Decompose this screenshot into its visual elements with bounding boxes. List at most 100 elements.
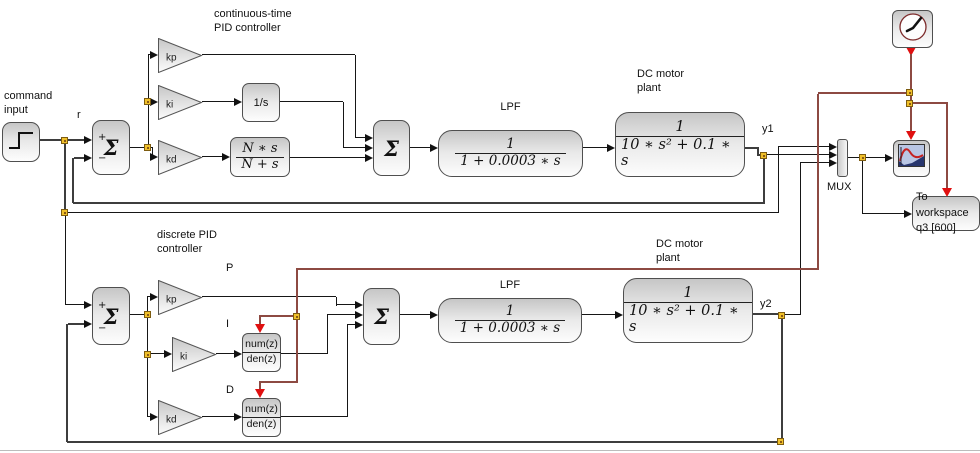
mux-label: MUX — [827, 181, 852, 193]
arrow-kd1 — [150, 153, 158, 161]
step-source-block[interactable] — [2, 122, 40, 162]
sum2-sigma: Σ — [103, 303, 119, 329]
clock-block[interactable] — [892, 10, 933, 48]
annot-left-down — [817, 94, 819, 270]
arrow-integrator — [234, 98, 242, 106]
wire-y1-fb-in — [74, 157, 84, 159]
wire-int-sumA — [343, 147, 365, 148]
gain-ki1-block[interactable]: ki — [158, 84, 203, 125]
wire-y2-fb-in — [68, 323, 84, 325]
gain-kd1-block[interactable]: kd — [158, 139, 203, 180]
y2-signal-label: y2 — [760, 298, 772, 310]
annot-right-branch — [912, 102, 948, 104]
wire-cmd-out — [40, 139, 62, 141]
wire-plant1-out — [745, 147, 758, 149]
annot-left-branch — [818, 92, 910, 94]
wire-mux-out — [848, 157, 860, 158]
wire-dblk-up — [347, 325, 348, 417]
discrete-d-num: num(z) — [245, 403, 278, 416]
wire-iblk-out — [281, 353, 327, 354]
annot-d-left — [259, 381, 298, 383]
to-workspace-block[interactable]: To workspace q3 [600] — [912, 191, 980, 234]
junction-marker — [760, 152, 767, 159]
junction-marker — [293, 313, 300, 320]
plant1-block[interactable]: 1 10 ∗ s² + 0.1 ∗ s — [615, 112, 745, 177]
arrow-ki2 — [164, 350, 172, 358]
arrow-sumB-in1 — [355, 301, 363, 309]
plant2-block[interactable]: 1 10 ∗ s² + 0.1 ∗ s — [623, 278, 753, 343]
r-signal-label: r — [77, 109, 81, 121]
arrow-kp1 — [150, 51, 158, 59]
wire-sumB-out — [400, 314, 430, 315]
wire-sum2-out — [130, 314, 145, 315]
wire-y2-mux-in3 — [800, 162, 829, 163]
sum2-block[interactable]: + − Σ — [92, 287, 130, 345]
sumA-sigma: Σ — [384, 135, 399, 161]
wire-kp2-out — [202, 296, 336, 297]
clock-icon — [896, 11, 930, 48]
arrow-sumA-in3 — [365, 154, 373, 162]
wire-y2-fb-down — [781, 319, 783, 443]
wire-y2-up-mux — [800, 163, 801, 315]
discrete-i-den: den(z) — [241, 352, 282, 367]
arrow-scope — [885, 154, 893, 162]
annot-scope-arrow — [906, 131, 916, 140]
lpf1-label: LPF — [500, 101, 521, 113]
scope-screen-icon — [898, 144, 925, 173]
plant2-den: 10 ∗ s² + 0.1 ∗ s — [624, 301, 752, 336]
arrow-ki1 — [150, 98, 158, 106]
wire-r-mux-in1 — [778, 146, 829, 147]
arrow-sum2-plus — [84, 301, 92, 309]
wire-ws-in — [862, 213, 904, 214]
continuous-pid-label: continuous-time PID controller — [214, 8, 292, 34]
wire-kp2-in — [147, 296, 151, 297]
gain-kp2-block[interactable]: kp — [158, 279, 203, 320]
wire-kp1-down — [355, 55, 356, 138]
discrete-i-block[interactable]: num(z) den(z) — [241, 333, 282, 372]
gain-ki2-label: ki — [180, 351, 188, 363]
annot-ws-down — [946, 104, 948, 188]
gain-kd2-block[interactable]: kd — [158, 399, 203, 440]
wire-deriv-out — [290, 157, 365, 158]
gain-kp1-label: kp — [166, 52, 177, 64]
mux-block[interactable] — [837, 139, 848, 177]
wire-kp1-out — [202, 54, 355, 55]
wire-cmd-sum1 — [68, 139, 84, 141]
sum1-block[interactable]: + − Σ — [92, 120, 130, 175]
lpf1-block[interactable]: 1 1 + 0.0003 ∗ s — [438, 130, 583, 177]
sumA-block[interactable]: Σ — [373, 120, 410, 176]
arrow-plant2 — [615, 311, 623, 319]
scope-block[interactable] — [893, 140, 930, 177]
wire-kp2-down — [336, 297, 337, 306]
wire-kd1-jogv — [152, 147, 153, 157]
wire-int-down — [343, 102, 344, 148]
arrow-dblk — [234, 413, 242, 421]
derivative-block[interactable]: N ∗ s N + s — [230, 137, 290, 177]
arrow-sumB-in3 — [355, 321, 363, 329]
wire-plant2-out — [753, 313, 782, 315]
y1-signal-label: y1 — [762, 123, 774, 135]
junction-marker — [144, 311, 151, 318]
plant2-num: 1 — [683, 284, 693, 301]
sum1-sigma: Σ — [103, 135, 119, 160]
gain-ki2-block[interactable]: ki — [172, 336, 217, 377]
arrow-sumB-in2 — [355, 311, 363, 319]
annot-scope-down — [910, 105, 912, 131]
lpf1-den: 1 + 0.0003 ∗ s — [455, 153, 566, 170]
wire-r-up-mux — [778, 147, 779, 213]
sumB-block[interactable]: Σ — [363, 288, 400, 345]
junction-marker — [61, 209, 68, 216]
annot-ws-arrow — [942, 188, 952, 197]
d-label: D — [226, 384, 234, 396]
integrator-block[interactable]: 1/s — [242, 83, 280, 122]
lpf2-num: 1 — [505, 303, 515, 320]
wire-lpf1-out — [583, 147, 607, 148]
gain-kp1-block[interactable]: kp — [158, 37, 203, 78]
junction-marker — [859, 154, 866, 161]
lpf2-block[interactable]: 1 1 + 0.0003 ∗ s — [438, 298, 582, 343]
annot-across — [296, 268, 819, 270]
lpf1-num: 1 — [506, 136, 515, 153]
discrete-d-block[interactable]: num(z) den(z) — [241, 398, 282, 437]
arrow-sum1-minus — [84, 154, 92, 162]
wire-y2-fb-across — [67, 441, 782, 443]
